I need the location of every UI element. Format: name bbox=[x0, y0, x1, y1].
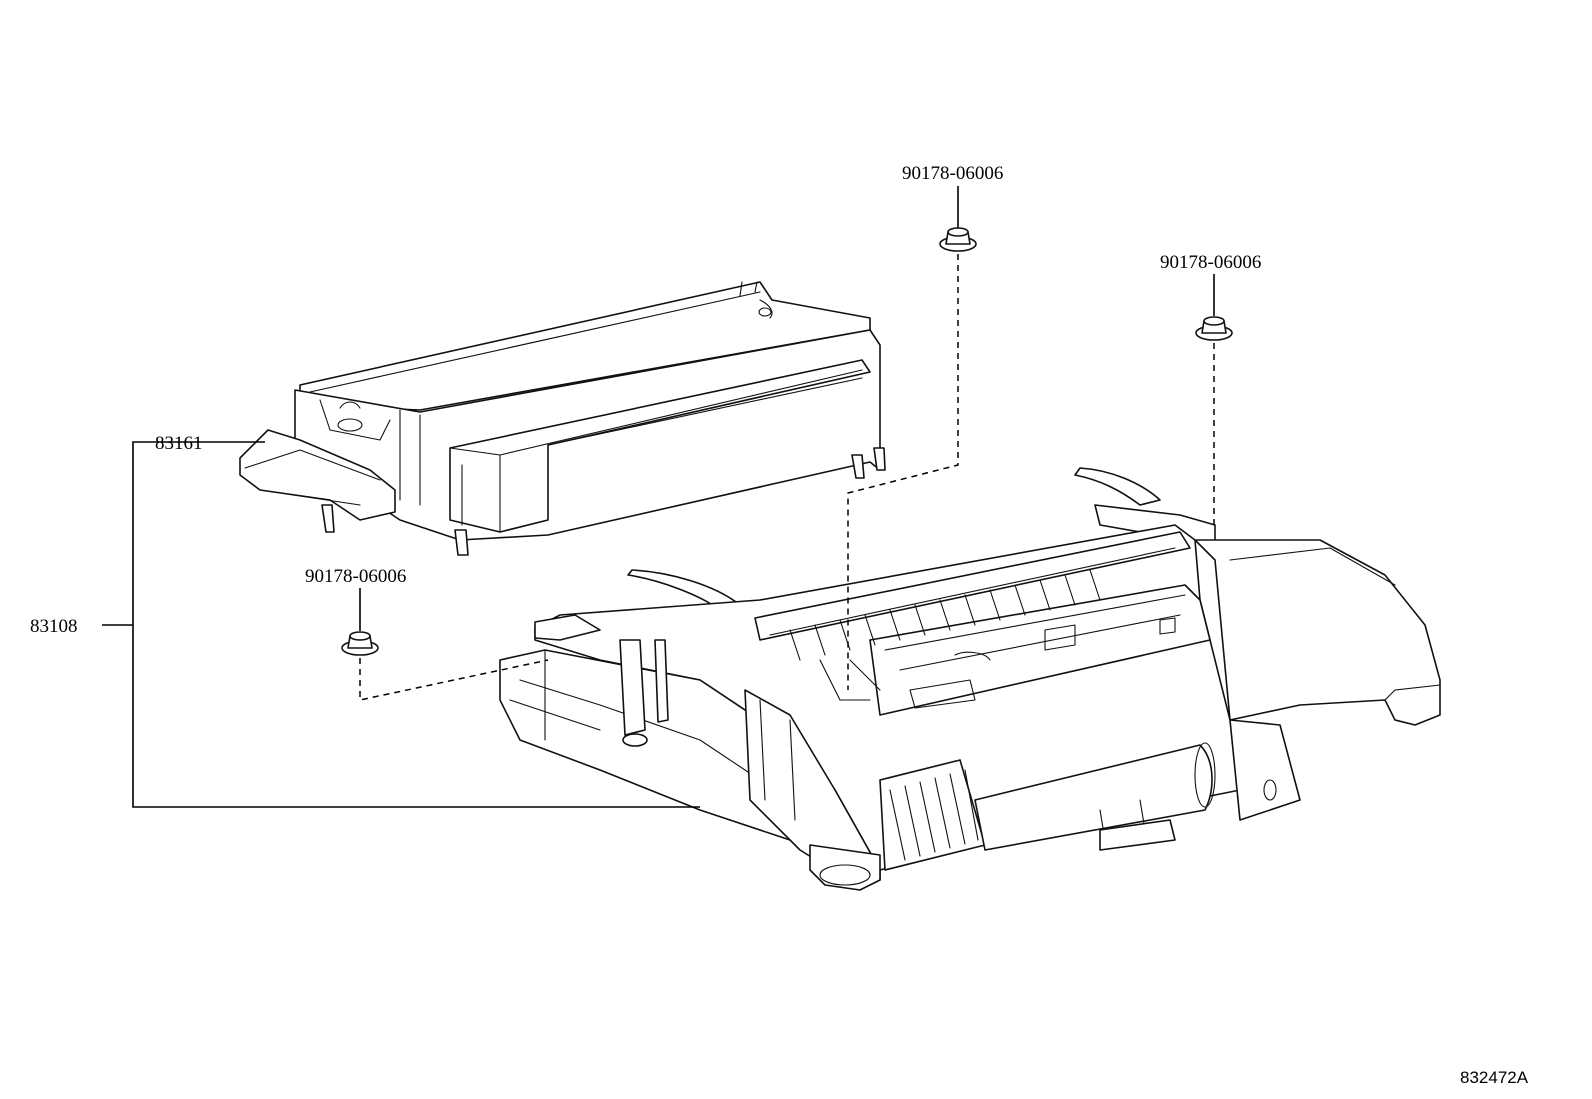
clip-right bbox=[1195, 316, 1233, 341]
callout-clip-left: 90178-06006 bbox=[305, 566, 406, 587]
assembly-dash-lines bbox=[359, 254, 1215, 701]
callout-83108: 83108 bbox=[30, 616, 78, 637]
clip-top bbox=[939, 227, 977, 252]
illustration-code: 832472A bbox=[1460, 1068, 1529, 1087]
leader-lines bbox=[102, 186, 1215, 808]
cover-part-83161 bbox=[239, 281, 886, 556]
clip-left bbox=[341, 631, 379, 656]
callout-83161: 83161 bbox=[155, 433, 203, 454]
callout-clip-top: 90178-06006 bbox=[902, 163, 1003, 184]
main-unit-body bbox=[499, 467, 1441, 891]
callout-clip-right: 90178-06006 bbox=[1160, 252, 1261, 273]
